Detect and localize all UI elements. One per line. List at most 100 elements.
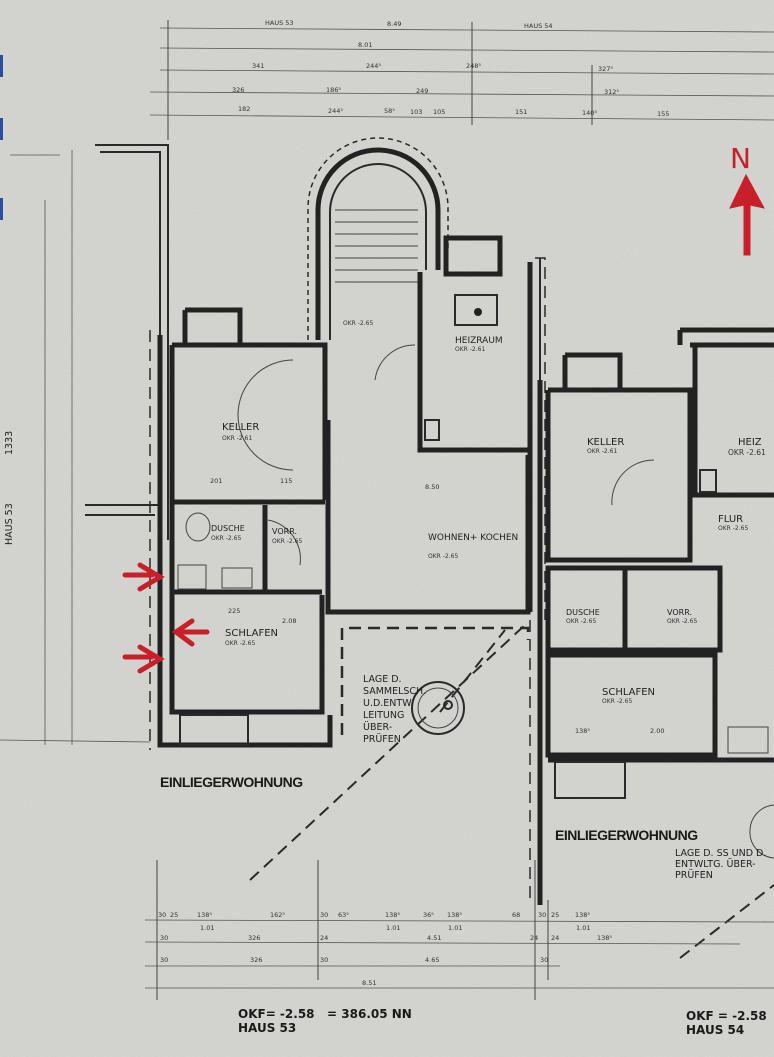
room-vorraum: VORR. [667,608,692,617]
dim-label: 8.50 [425,483,439,491]
dim-label: 1.01 [200,924,214,932]
unit-label-einliegerwohnung: EINLIEGERWOHNUNG [160,774,303,790]
room-okr: OKR -2.61 [455,346,485,353]
note-line: ÜBER- [363,722,392,733]
room-keller: KELLER [222,422,259,433]
top-dimension-lines: HAUS 53 8.49 HAUS 54 8.01 341 244⁵ 248⁵ … [149,19,774,140]
room-okr: OKR -2.65 [667,618,697,625]
dim-label: 58⁵ [384,107,395,115]
dim-label: 1.01 [576,924,590,932]
side-label-number: 1333 [4,431,15,455]
dim-label: 30 [540,956,548,964]
dim-label: 138⁵ [597,934,612,942]
red-arrow-icon [171,618,210,647]
north-letter: N [730,142,751,175]
dim-label: 138⁵ [197,911,212,919]
note-line: LAGE D. SS UND D. [675,848,766,859]
north-arrow-icon: N [729,142,765,256]
dim-label: 30 [320,911,328,919]
terrace-outline [249,624,530,881]
room-okr: OKR -2.65 [272,538,302,545]
dim-label: 4.51 [427,934,441,942]
dim-label: 2.00 [650,727,664,735]
dim-label: 151 [515,108,527,116]
red-arrow-icon [122,644,165,674]
note-line: PRÜFEN [675,870,713,881]
dim-label: 30 [158,911,166,919]
dim-label: 4.65 [425,956,439,964]
room-okr: OKR -2.65 [718,525,748,532]
dim-label: 312⁵ [604,88,619,96]
dim-label: 326 [248,934,260,942]
note-line: LAGE D. [363,674,402,685]
dim-label: 115 [280,477,292,485]
room-okr: OKR -2.65 [602,698,632,705]
note-line: ENTWLTG. ÜBER- [675,859,756,870]
dim-label: 25 [170,911,178,919]
dim-label: 225 [228,607,240,615]
bottom-dimension-lines: 30 25 138⁵ 162⁵ 30 63⁵ 138⁵ 36⁵ 138⁵ 68 … [144,860,774,1000]
haus54-walls [529,327,774,959]
room-dusche: DUSCHE [211,524,245,533]
dim-label: 25 [551,911,559,919]
haus53-room-labels: KELLER OKR -2.61 DUSCHE OKR -2.65 VORR. … [160,320,518,790]
dim-label: 30 [160,934,168,942]
dim-label: 30 [160,956,168,964]
dim-label: 326 [232,86,244,94]
room-okr: OKR -2.65 [566,618,596,625]
dim-label: 2.08 [282,617,296,625]
dim-label: 140⁵ [582,109,597,117]
room-schlafen: SCHLAFEN [225,628,278,639]
dim-label: 186⁵ [326,86,341,94]
note-line: U.D.ENTW. [363,698,414,709]
dim-label: 24 [530,934,538,942]
haus54-room-labels: KELLER OKR -2.61 HEIZ OKR -2.61 FLUR OKR… [555,437,766,881]
room-heizraum: HEIZRAUM [455,336,503,346]
room-wohnen-kochen: WOHNEN+ KOCHEN [428,533,518,543]
dim-label: 138⁵ [575,727,590,735]
dim-label: 249 [416,87,428,95]
dim-label: 326 [250,956,262,964]
dim-label: 105 [433,108,445,116]
dim-label: 182 [238,105,250,113]
dim-second: 8.01 [358,41,372,49]
drain-note: LAGE D. SAMMELSCH. U.D.ENTW. LEITUNG ÜBE… [363,674,426,745]
elevation-haus54: OKF = -2.58 [686,1009,767,1023]
side-label: HAUS 53 1333 [0,150,151,745]
note-line: LEITUNG [363,710,404,721]
dim-label: 63⁵ [338,911,349,919]
room-keller: KELLER [587,437,624,448]
dim-label: 138⁵ [385,911,400,919]
room-okr-stair: OKR -2.65 [343,320,373,327]
drain-note-54: LAGE D. SS UND D. ENTWLTG. ÜBER- PRÜFEN [675,848,766,881]
dim-label: 155 [657,110,669,118]
unit-label-einliegerwohnung: EINLIEGERWOHNUNG [555,827,698,843]
dim-label: 8.51 [362,979,376,987]
dim-label: 1.01 [448,924,462,932]
dim-label: 24 [551,934,559,942]
dim-label: 68 [512,911,520,919]
dim-label: 30 [320,956,328,964]
note-line: PRÜFEN [363,734,401,745]
dim-label: 24 [320,934,328,942]
haus53-walls [85,137,546,750]
note-line: SAMMELSCH. [363,686,426,697]
room-vorraum: VORR. [272,527,297,536]
red-arrow-icon [122,562,165,592]
dim-label: 36⁵ [423,911,434,919]
dim-label: 201 [210,477,222,485]
footer-elevation: OKF= -2.58 = 386.05 NN HAUS 53 OKF = -2.… [238,1007,767,1037]
dim-label: 30 [538,911,546,919]
binder-marks [0,55,3,220]
elevation-haus53: OKF= -2.58 = 386.05 NN [238,1007,412,1021]
room-okr: OKR -2.61 [222,435,252,442]
dim-label: 244⁵ [328,107,343,115]
room-flur: FLUR [718,514,743,525]
dim-label: 162⁵ [270,911,285,919]
manhole-icon [411,681,465,735]
room-okr: OKR -2.65 [225,640,255,647]
room-okr: OKR -2.65 [428,553,458,560]
dim-label: 103 [410,108,422,116]
